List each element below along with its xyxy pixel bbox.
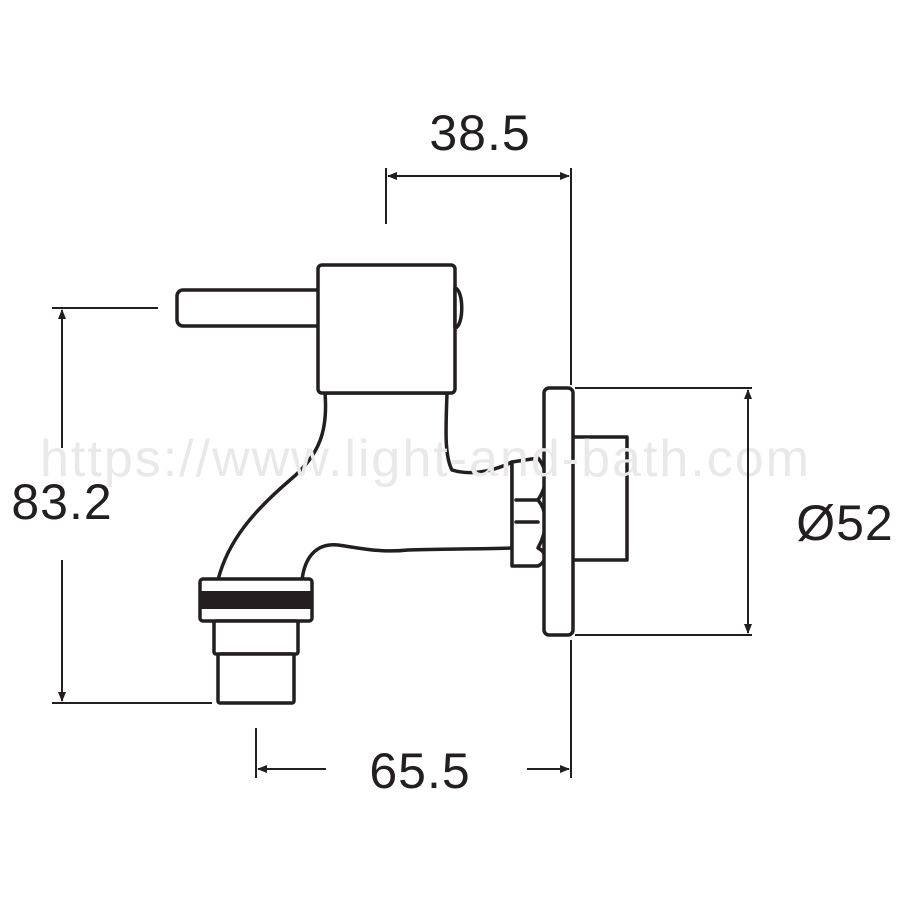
hose-connector-upper <box>212 619 300 656</box>
hose-connector-lower <box>216 652 296 705</box>
wall-pipe <box>568 435 629 562</box>
dimension-flange-diameter-label: Ø52 <box>796 495 894 551</box>
handle-body <box>316 263 457 395</box>
dimension-overall-length-label: 65.5 <box>369 743 470 799</box>
watermark-text: https://www.light-and-bath.com <box>40 430 811 488</box>
outlet-nut-band <box>200 591 312 609</box>
faucet-outline <box>175 263 629 705</box>
dimension-flange-diameter: Ø52 <box>575 387 902 636</box>
faucet-spout <box>216 391 514 582</box>
dimension-top-width-label: 38.5 <box>429 105 530 161</box>
dimension-overall-length: 65.5 <box>255 640 572 799</box>
handle-screw <box>453 286 464 330</box>
dimension-overall-height: 83.2 <box>11 307 212 704</box>
wall-flange <box>542 386 575 637</box>
dimension-top-width: 38.5 <box>385 105 572 385</box>
handle-lever <box>175 288 324 328</box>
dimension-overall-height-label: 83.2 <box>11 474 112 530</box>
